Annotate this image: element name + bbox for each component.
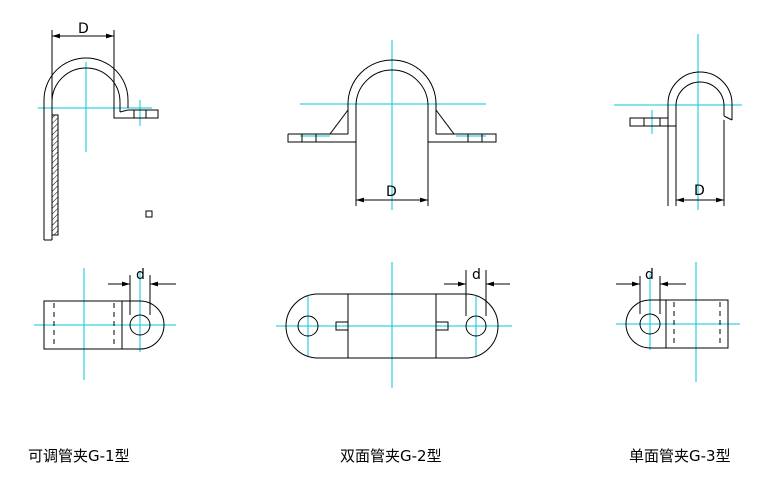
g2-plan-view: d — [276, 262, 512, 388]
g3-top-dim-label: D — [694, 183, 705, 199]
g2-top-dim-label: D — [386, 184, 397, 200]
small-square-marker — [145, 210, 153, 218]
g3-plan-view: d — [616, 262, 740, 382]
g2-side-view: D — [287, 40, 497, 210]
serrated-strip — [51, 114, 59, 236]
caption-g1: 可调管夹G-1型 — [28, 447, 130, 465]
caption-g2: 双面管夹G-2型 — [340, 447, 442, 465]
g3-bottom-dim-label: d — [645, 267, 654, 283]
g1-side-view: D — [38, 21, 159, 241]
g1-bottom-dim-label: d — [136, 267, 145, 283]
caption-g3: 单面管夹G-3型 — [629, 447, 731, 465]
g2-bottom-dim-label: d — [472, 267, 481, 283]
g3-side-view: D — [614, 34, 742, 210]
g1-plan-view: d — [34, 267, 176, 380]
g1-top-dim-label: D — [78, 21, 89, 37]
